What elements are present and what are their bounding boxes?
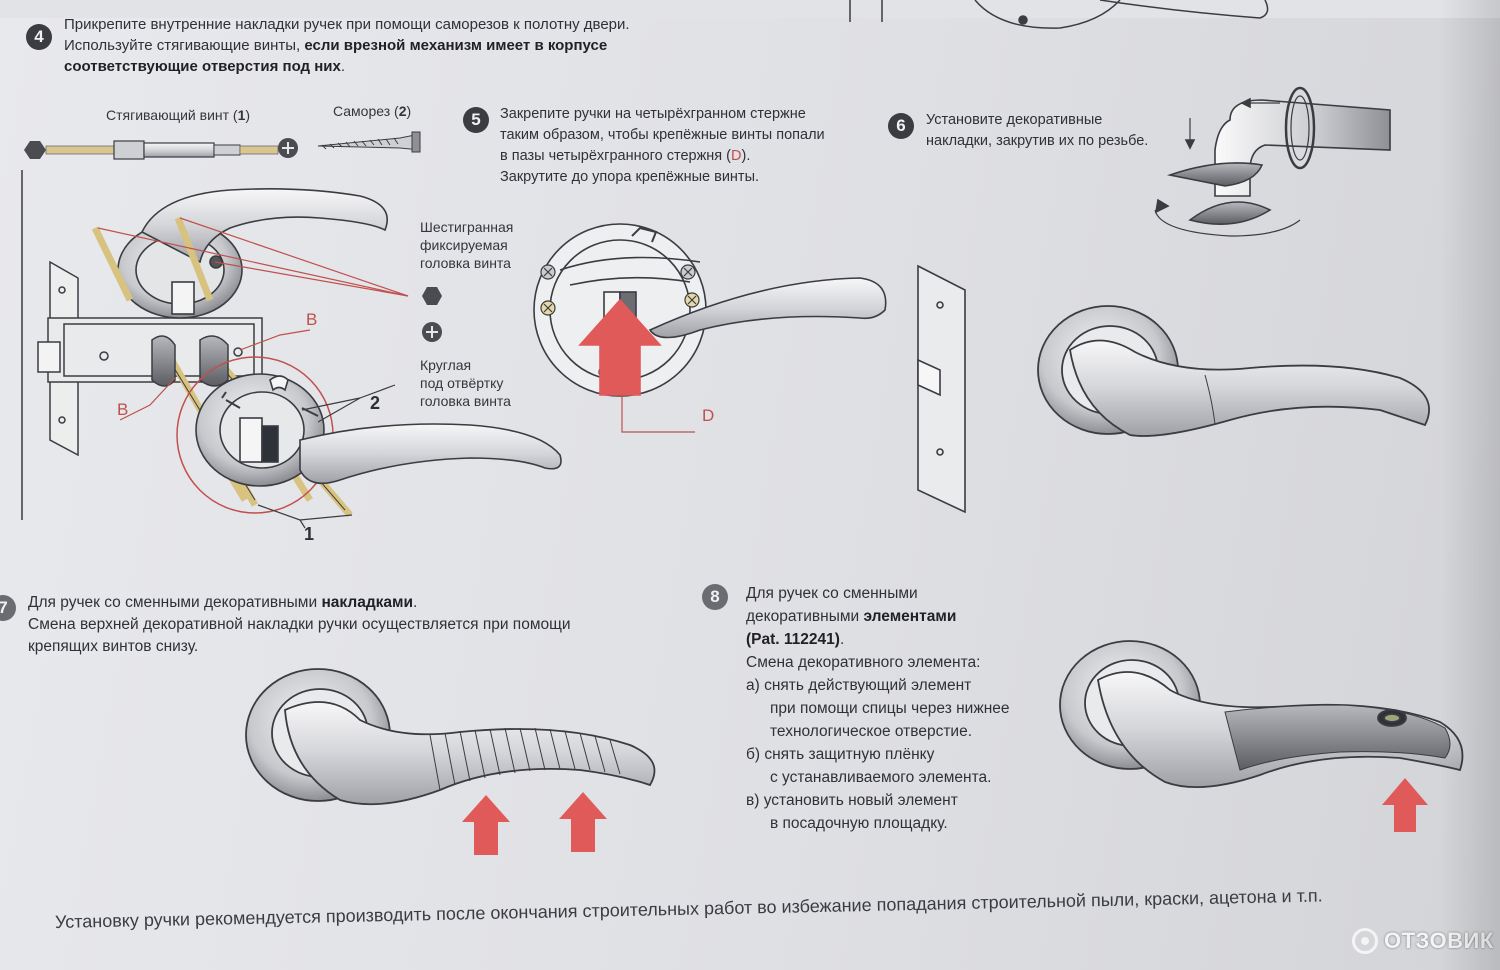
step7-text: Для ручек со сменными декоративными накл… — [28, 594, 571, 655]
marker-1: 1 — [304, 524, 315, 544]
partial-top-drawing — [849, 0, 1269, 29]
edge-shadow — [1440, 0, 1500, 970]
step8-drawing — [1059, 640, 1464, 832]
step5-number: 5 — [463, 107, 489, 133]
step4-number: 4 — [26, 24, 52, 50]
step4-line2: Используйте стягивающие винты, если врез… — [64, 37, 608, 54]
top-band — [0, 0, 1500, 18]
step8-number: 8 — [702, 584, 728, 610]
step7-number: 7 — [0, 595, 16, 621]
step8-text: Для ручек со сменными декоративными элем… — [746, 585, 1010, 832]
step4-line3: соответствующие отверстия под них. — [64, 58, 346, 75]
logo-mark-icon — [1352, 928, 1378, 954]
step7-drawing — [245, 668, 656, 855]
self-tapping-screw-icon — [317, 131, 421, 153]
marker-2: 2 — [370, 393, 381, 413]
step5-drawing — [533, 223, 966, 514]
step8-item-b: б) снять защитную плёнку — [746, 746, 935, 763]
label-self-tapping-screw: Саморез (2) — [333, 103, 412, 119]
round-head-icon — [422, 322, 442, 342]
step8-item-a: а) снять действующий элемент — [746, 677, 972, 694]
step6-drawing — [1154, 86, 1391, 237]
big-handle-right — [1037, 305, 1430, 437]
marker-b-upper: B — [306, 310, 318, 329]
label-round-head: Круглая под отвёртку головка винта — [420, 357, 511, 409]
step5-text: Закрепите ручки на четырёхгранном стержн… — [500, 106, 825, 185]
step4-drawing — [21, 131, 562, 529]
step4-line1: Прикрепите внутренние накладки ручек при… — [64, 16, 630, 33]
marker-b-lower: B — [117, 400, 129, 419]
watermark-logo: ОТЗОВИК — [1352, 928, 1494, 954]
step6-text: Установите декоративные накладки, закрут… — [926, 112, 1149, 149]
label-hex-head: Шестигранная фиксируемая головка винта — [420, 219, 514, 271]
label-tightening-screw: Стягивающий винт (1) — [106, 107, 251, 123]
step6-number: 6 — [888, 113, 914, 139]
tightening-screw-icon — [24, 138, 298, 160]
step8-item-c: в) установить новый элемент — [746, 792, 958, 809]
hex-head-icon — [422, 287, 442, 305]
marker-d: D — [702, 406, 715, 425]
step4-text: Прикрепите внутренние накладки ручек при… — [64, 14, 630, 77]
